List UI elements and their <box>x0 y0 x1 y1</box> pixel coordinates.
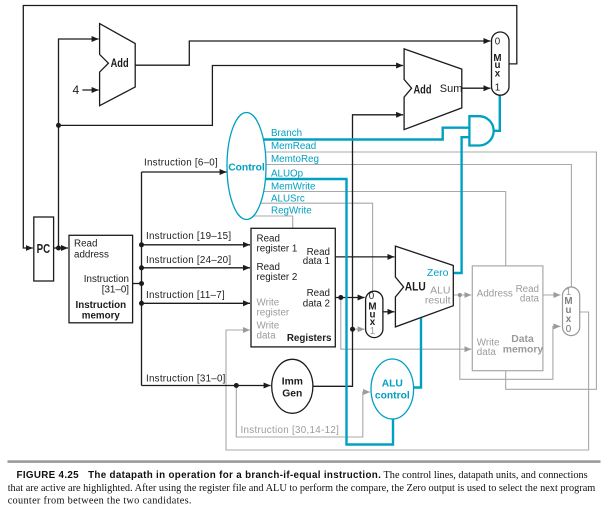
svg-text:Gen: Gen <box>282 389 302 400</box>
svg-text:register: register <box>257 307 290 318</box>
svg-text:Add: Add <box>111 56 129 70</box>
svg-text:u: u <box>566 305 572 316</box>
svg-text:u: u <box>370 309 376 320</box>
svg-text:control: control <box>375 391 410 402</box>
svg-text:x: x <box>370 317 376 328</box>
svg-text:ALU: ALU <box>382 378 403 389</box>
svg-text:Instruction [6–0]: Instruction [6–0] <box>144 158 218 169</box>
svg-text:Instruction [11–7]: Instruction [11–7] <box>146 290 225 301</box>
svg-text:x: x <box>566 314 572 325</box>
svg-text:ALUSrc: ALUSrc <box>271 194 305 205</box>
svg-text:register 2: register 2 <box>257 272 298 283</box>
svg-text:M: M <box>564 296 572 307</box>
svg-text:Control: Control <box>228 163 265 174</box>
svg-text:u: u <box>495 60 501 71</box>
svg-text:Read: Read <box>516 284 539 295</box>
svg-text:Read: Read <box>257 262 280 273</box>
svg-text:data 1: data 1 <box>303 256 330 267</box>
svg-text:Instruction [24–20]: Instruction [24–20] <box>146 255 231 266</box>
svg-text:Address: Address <box>477 289 513 300</box>
svg-text:Sum: Sum <box>440 83 463 95</box>
svg-text:[31–0]: [31–0] <box>102 285 130 296</box>
svg-text:RegWrite: RegWrite <box>271 206 312 217</box>
svg-text:Write: Write <box>477 338 500 349</box>
svg-text:Instruction [30,14-12]: Instruction [30,14-12] <box>241 425 340 436</box>
svg-text:0: 0 <box>566 324 572 335</box>
svg-text:Read: Read <box>257 234 280 245</box>
svg-text:Read: Read <box>74 239 97 250</box>
svg-text:data 2: data 2 <box>303 298 330 309</box>
svg-text:register 1: register 1 <box>257 244 298 255</box>
svg-text:Imm: Imm <box>282 377 303 388</box>
svg-text:that are active are highlighte: that are active are highlighted. After u… <box>8 483 596 494</box>
svg-text:data: data <box>520 294 540 305</box>
svg-text:1: 1 <box>370 326 375 337</box>
svg-text:data: data <box>477 347 497 358</box>
svg-text:PC: PC <box>37 242 51 256</box>
svg-text:Data: Data <box>511 334 534 345</box>
svg-text:FIGURE 4.25 The datapath in: FIGURE 4.25 The datapath in operation fo… <box>17 470 588 481</box>
svg-text:M: M <box>493 53 501 64</box>
svg-text:Zero: Zero <box>427 267 449 279</box>
svg-text:Instruction: Instruction <box>84 274 129 285</box>
svg-text:result: result <box>425 295 451 307</box>
svg-text:1: 1 <box>566 287 571 298</box>
svg-text:Instruction: Instruction <box>75 300 126 311</box>
svg-text:x: x <box>495 68 501 79</box>
svg-text:Branch: Branch <box>271 128 302 139</box>
svg-text:MemRead: MemRead <box>271 141 316 152</box>
svg-text:memory: memory <box>82 311 121 322</box>
svg-text:Registers: Registers <box>287 333 332 344</box>
svg-text:Read: Read <box>307 247 330 258</box>
svg-text:Instruction [19–15]: Instruction [19–15] <box>146 231 231 242</box>
svg-text:ALU: ALU <box>405 281 426 293</box>
svg-text:ALU: ALU <box>430 285 450 297</box>
svg-text:0: 0 <box>369 291 375 302</box>
svg-text:1: 1 <box>495 82 500 93</box>
svg-text:Write: Write <box>257 321 280 332</box>
svg-text:Write: Write <box>257 298 280 309</box>
svg-text:ALUOp: ALUOp <box>271 169 304 180</box>
svg-text:data: data <box>257 331 277 342</box>
svg-text:address: address <box>74 250 109 261</box>
svg-text:0: 0 <box>495 36 501 47</box>
svg-text:counter from between the two c: counter from between the two candidates. <box>8 496 192 507</box>
svg-text:Instruction [31–0]: Instruction [31–0] <box>146 374 226 385</box>
svg-text:Read: Read <box>307 288 330 299</box>
svg-text:M: M <box>368 302 376 313</box>
svg-text:memory: memory <box>503 344 544 355</box>
svg-text:Add: Add <box>414 83 432 97</box>
svg-text:4: 4 <box>73 83 80 97</box>
svg-text:MemWrite: MemWrite <box>271 182 316 193</box>
svg-text:MemtoReg: MemtoReg <box>271 154 319 165</box>
